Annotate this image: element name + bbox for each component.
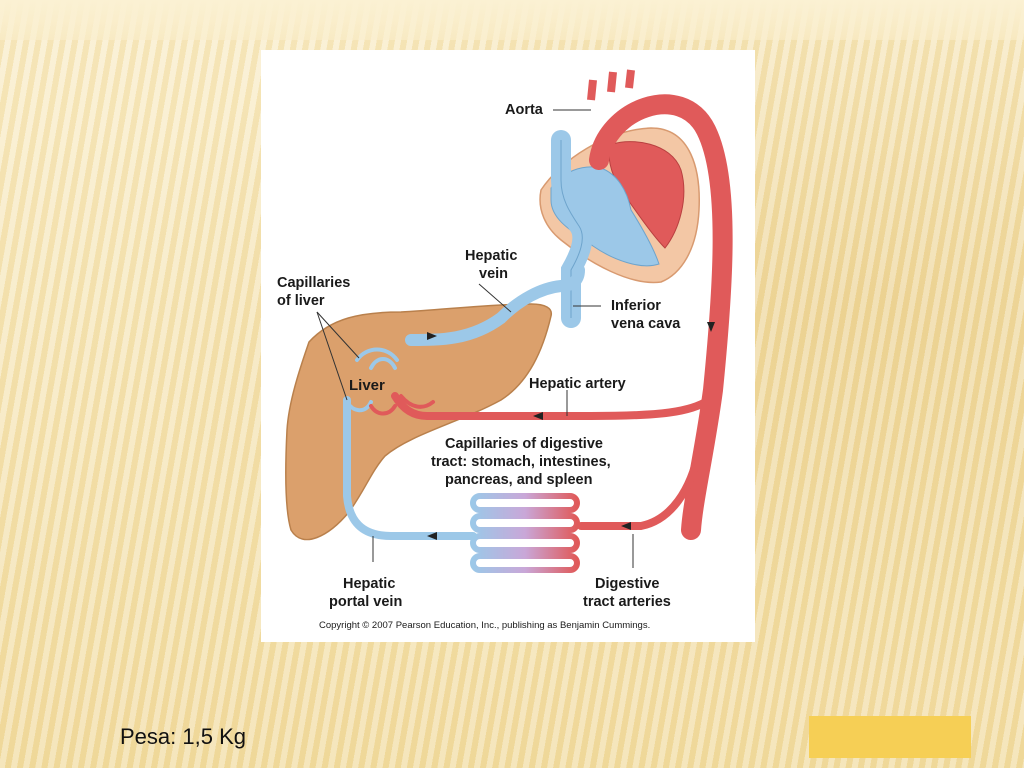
hepatic-portal-vein <box>343 396 477 540</box>
liver-capillaries <box>345 347 435 416</box>
label-digestive-arteries-2: tract arteries <box>583 594 671 610</box>
label-hepatic-vein-1: Hepatic <box>465 248 517 264</box>
label-capillaries-digestive-1: Capillaries of digestive <box>445 436 603 452</box>
leader-lines <box>316 109 634 568</box>
label-capillaries-digestive-2: tract: stomach, intestines, <box>431 454 611 470</box>
weight-caption: Pesa: 1,5 Kg <box>120 724 246 749</box>
label-capillaries-liver-1: Capillaries <box>277 275 350 291</box>
liver-circulation-diagram: Aorta Hepatic vein Capillaries of liver … <box>261 50 755 642</box>
hepatic-artery <box>391 392 713 420</box>
flow-arrows <box>427 322 715 540</box>
label-digestive-arteries-1: Digestive <box>595 576 659 592</box>
aorta <box>589 94 733 540</box>
label-hepatic-artery: Hepatic artery <box>529 376 626 392</box>
aorta-branches <box>587 69 635 101</box>
digestive-capillaries <box>470 493 580 573</box>
label-inferior-vena-cava-2: vena cava <box>611 316 681 332</box>
label-inferior-vena-cava-1: Inferior <box>611 298 661 314</box>
digestive-tract-arteries <box>577 446 703 530</box>
label-hepatic-vein-2: vein <box>479 266 508 282</box>
hepatic-vein <box>405 264 585 346</box>
top-band <box>0 0 1024 40</box>
liver-shape <box>285 303 553 541</box>
label-aorta: Aorta <box>505 102 544 118</box>
copyright-text: Copyright © 2007 Pearson Education, Inc.… <box>319 620 650 631</box>
label-hepatic-portal-vein-2: portal vein <box>329 594 402 610</box>
label-capillaries-digestive-3: pancreas, and spleen <box>445 472 592 488</box>
label-capillaries-liver-2: of liver <box>277 293 325 309</box>
label-liver: Liver <box>349 377 385 394</box>
label-hepatic-portal-vein-1: Hepatic <box>343 576 395 592</box>
corner-decoration <box>809 716 971 758</box>
